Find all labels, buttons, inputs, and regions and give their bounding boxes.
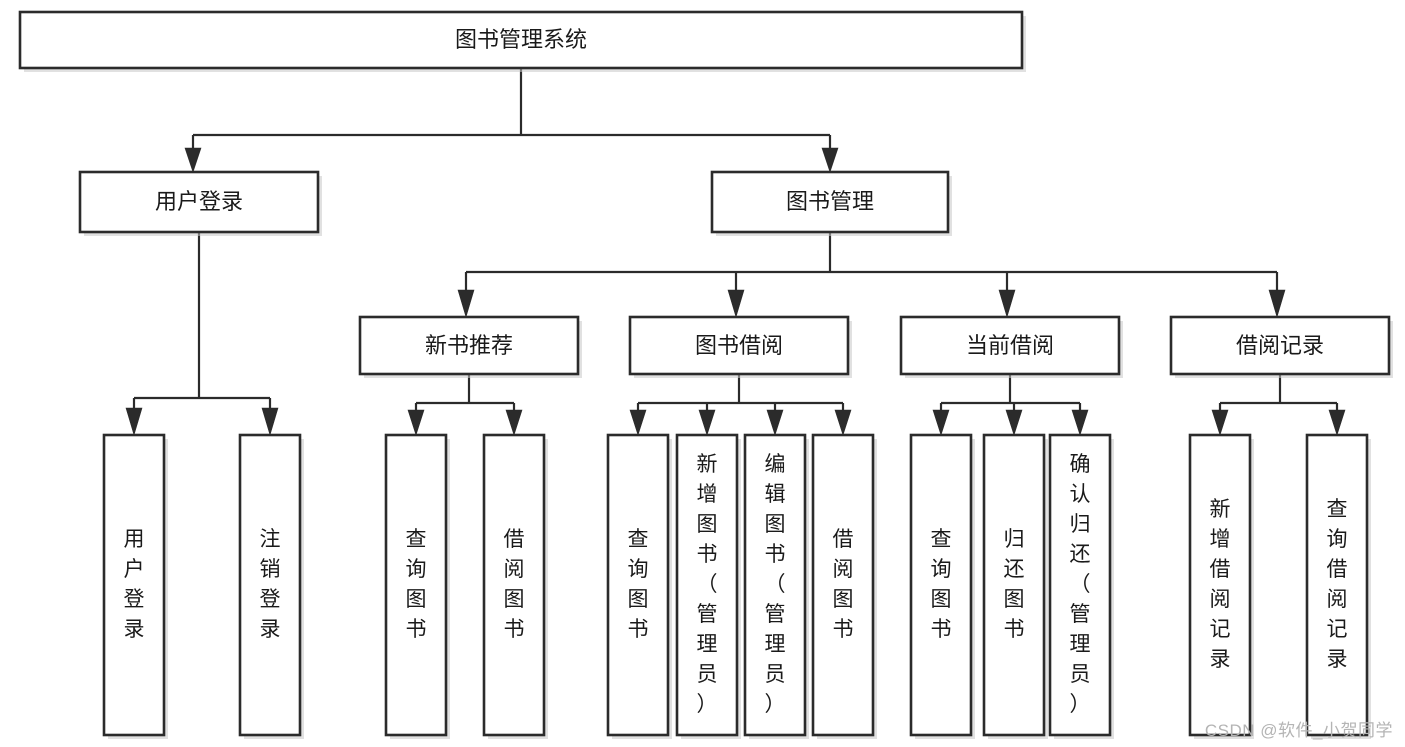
arrow-to-leaf-add-book	[698, 409, 716, 436]
arrow-to-leaf-borrow-book-br	[834, 409, 852, 436]
new-book-rec-box[interactable]	[358, 315, 580, 376]
arrow-to-leaf-edit-book	[766, 409, 784, 436]
leaf-query-record-label: 查询借阅记录	[1327, 498, 1348, 671]
node-user-login[interactable]: 用户登录	[78, 170, 322, 236]
current-borrow-box[interactable]	[899, 315, 1121, 376]
leaf-logout-box[interactable]	[238, 433, 302, 737]
leaf-borrow-book-br-label: 借阅图书	[833, 528, 854, 641]
arrow-to-current-borrow	[998, 289, 1016, 319]
arrow-to-leaf-query-book-br	[629, 409, 647, 436]
leaf-return-book-label: 归还图书	[1004, 528, 1025, 641]
node-leaf-borrow-book-rec[interactable]: 借阅图书	[482, 433, 548, 739]
leaf-borrow-book-br-box[interactable]	[811, 433, 875, 737]
arrow-to-book-borrow	[727, 289, 745, 319]
arrow-to-new-book-rec	[457, 289, 475, 319]
book-manage-box[interactable]	[710, 170, 950, 234]
user-login-box[interactable]	[78, 170, 320, 234]
current-borrow-label: 当前借阅	[966, 333, 1054, 358]
node-leaf-query-record[interactable]: 查询借阅记录	[1305, 433, 1371, 739]
leaf-borrow-book-rec-box[interactable]	[482, 433, 546, 737]
leaf-edit-book-label: 编辑图书（管理员）	[765, 453, 786, 716]
leaf-add-book-box[interactable]	[675, 433, 739, 737]
node-leaf-user-login[interactable]: 用户登录	[102, 433, 168, 739]
book-borrow-box[interactable]	[628, 315, 850, 376]
node-leaf-confirm-return[interactable]: 确认归还（管理员）	[1048, 433, 1114, 739]
arrow-to-borrow-record	[1268, 289, 1286, 319]
arrow-to-leaf-return-book	[1005, 409, 1023, 436]
root-label: 图书管理系统	[455, 27, 587, 52]
leaf-logout-label: 注销登录	[260, 528, 281, 641]
node-root[interactable]: 图书管理系统	[18, 10, 1026, 72]
arrow-to-leaf-query-book-rec	[407, 409, 425, 436]
node-borrow-record[interactable]: 借阅记录	[1169, 315, 1393, 378]
arrow-to-leaf-confirm-return	[1071, 409, 1089, 436]
node-new-book-rec[interactable]: 新书推荐	[358, 315, 582, 378]
user-login-label: 用户登录	[155, 189, 243, 214]
leaf-query-book-br-box[interactable]	[606, 433, 670, 737]
node-leaf-edit-book[interactable]: 编辑图书（管理员）	[743, 433, 809, 739]
edge-layer	[125, 68, 1346, 437]
leaf-user-login-label: 用户登录	[124, 528, 145, 641]
arrow-to-leaf-logout	[261, 407, 279, 437]
node-leaf-logout[interactable]: 注销登录	[238, 433, 304, 739]
leaf-return-book-box[interactable]	[982, 433, 1046, 737]
leaf-user-login-box[interactable]	[102, 433, 166, 737]
node-current-borrow[interactable]: 当前借阅	[899, 315, 1123, 378]
borrow-record-box[interactable]	[1169, 315, 1391, 376]
arrow-to-leaf-query-record	[1328, 409, 1346, 436]
node-leaf-query-book-br[interactable]: 查询图书	[606, 433, 672, 739]
leaf-add-record-label: 新增借阅记录	[1210, 498, 1231, 671]
leaf-query-book-br-label: 查询图书	[628, 528, 649, 641]
arrow-to-leaf-add-record	[1211, 409, 1229, 436]
leaf-add-book-label: 新增图书（管理员）	[697, 453, 718, 716]
borrow-record-label: 借阅记录	[1236, 333, 1324, 358]
root-box[interactable]	[18, 10, 1024, 70]
leaf-query-record-box[interactable]	[1305, 433, 1369, 737]
new-book-rec-label: 新书推荐	[425, 333, 513, 358]
arrow-to-leaf-query-book-cb	[932, 409, 950, 436]
leaf-query-book-rec-label: 查询图书	[406, 528, 427, 641]
node-leaf-return-book[interactable]: 归还图书	[982, 433, 1048, 739]
node-leaf-borrow-book-br[interactable]: 借阅图书	[811, 433, 877, 739]
leaf-add-record-box[interactable]	[1188, 433, 1252, 737]
book-manage-label: 图书管理	[786, 189, 874, 214]
book-borrow-label: 图书借阅	[695, 333, 783, 358]
leaf-nodes-layer: 用户登录 注销登录 查询图书 借阅图书 查询图书	[102, 433, 1371, 739]
node-book-borrow[interactable]: 图书借阅	[628, 315, 852, 378]
leaf-query-book-cb-box[interactable]	[909, 433, 973, 737]
node-leaf-query-book-cb[interactable]: 查询图书	[909, 433, 975, 739]
leaf-edit-book-box[interactable]	[743, 433, 807, 737]
arrow-to-leaf-borrow-book-rec	[505, 409, 523, 436]
node-leaf-add-record[interactable]: 新增借阅记录	[1188, 433, 1254, 739]
node-leaf-query-book-rec[interactable]: 查询图书	[384, 433, 450, 739]
leaf-confirm-return-label: 确认归还（管理员）	[1070, 453, 1091, 716]
leaf-query-book-rec-box[interactable]	[384, 433, 448, 737]
arrow-to-leaf-user-login	[125, 407, 143, 437]
node-leaf-add-book[interactable]: 新增图书（管理员）	[675, 433, 741, 739]
node-book-manage[interactable]: 图书管理	[710, 170, 952, 236]
leaf-confirm-return-box[interactable]	[1048, 433, 1112, 737]
leaf-borrow-book-rec-label: 借阅图书	[504, 528, 525, 641]
leaf-query-book-cb-label: 查询图书	[931, 528, 952, 641]
arrow-to-book-manage	[821, 147, 839, 173]
arrow-to-user-login	[184, 147, 202, 173]
